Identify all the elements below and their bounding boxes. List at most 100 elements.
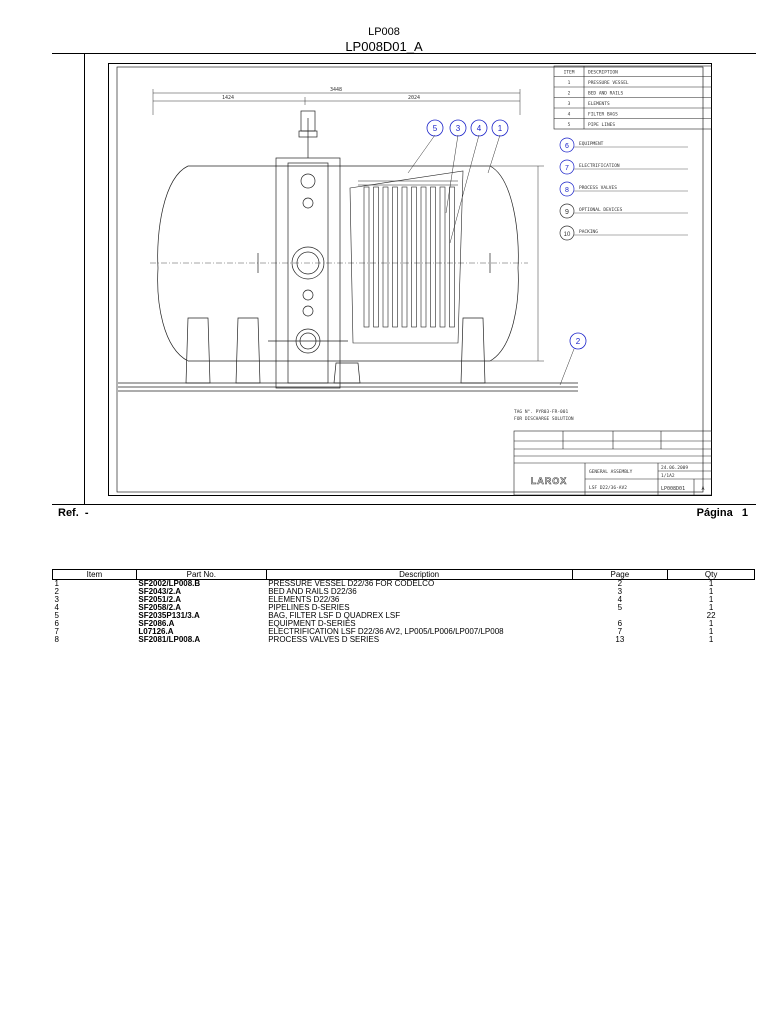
page-number: 1 xyxy=(741,507,748,519)
cell-part-no: SF2051/2.A xyxy=(138,595,182,604)
cell-description: PIPELINES D-SERIES xyxy=(268,603,350,612)
cell-qty: 1 xyxy=(708,603,714,612)
item-table-num: 4 xyxy=(568,112,571,118)
balloon-4 xyxy=(470,119,488,137)
cell-page: 5 xyxy=(617,603,623,612)
header-part-no: Part No. xyxy=(135,569,267,580)
page-label: Página xyxy=(696,507,733,519)
cell-part-no: SF2002/LP008.B xyxy=(138,579,201,588)
cell-description: ELEMENTS D22/36 xyxy=(268,595,340,604)
cell-item: 3 xyxy=(54,595,59,604)
cell-part-no: SF2081/LP008.A xyxy=(138,635,201,644)
cell-item: 4 xyxy=(54,603,59,612)
ref-field: Ref. - xyxy=(58,507,89,519)
balloon-bed-label: 2 xyxy=(576,337,581,346)
side-label-text: EQUIPMENT xyxy=(579,141,604,147)
cell-page: 4 xyxy=(617,595,623,604)
filter-element xyxy=(363,186,370,328)
cell-item: 6 xyxy=(54,619,59,628)
cell-qty: 1 xyxy=(708,587,714,596)
page-field: Página 1 xyxy=(697,507,748,519)
table-row: 6 SF2086.A EQUIPMENT D-SERIES 6 1 xyxy=(53,620,755,628)
title-block-rev: A xyxy=(701,486,704,492)
cell-part-no: SF2043/2.A xyxy=(138,587,182,596)
filter-element xyxy=(430,186,436,328)
dim-left: 1424 xyxy=(222,95,234,101)
side-balloon-6 xyxy=(559,137,575,153)
title-block-title: GENERAL ASSEMBLY xyxy=(589,469,633,475)
title-block-date: 24.06.2009 xyxy=(661,465,688,471)
cell-qty: 1 xyxy=(708,635,714,644)
bottom-rule xyxy=(52,504,756,505)
title-block-sheet: 1/1A2 xyxy=(661,473,675,479)
table-row: 7 L07126.A ELECTRIFICATION LSF D22/36 AV2,… xyxy=(53,628,755,636)
filter-element xyxy=(382,186,389,328)
ref-value: - xyxy=(84,507,89,519)
item-table-num: 5 xyxy=(568,122,571,128)
table-row: 1 SF2002/LP008.B PRESSURE VESSEL D22/36 FO… xyxy=(53,580,755,589)
cell-qty: 1 xyxy=(708,579,714,588)
larox-logo: LAROX xyxy=(531,476,568,486)
title-block-drawing-no: LP008D01 xyxy=(661,486,685,492)
ref-label: Ref. xyxy=(58,507,79,519)
balloon-label: 4 xyxy=(477,124,482,133)
balloon-label: 3 xyxy=(456,124,461,133)
item-table-desc: DESCRIPTION xyxy=(588,70,618,76)
cell-description: BED AND RAILS D22/36 xyxy=(268,587,357,596)
cell-description: EQUIPMENT D-SERIES xyxy=(268,619,356,628)
header-qty: Qty xyxy=(667,569,755,580)
table-row: 5 SF2035P131/3.A BAG, FILTER LSF D QUADREX… xyxy=(53,612,755,620)
cell-qty: 1 xyxy=(708,619,714,628)
item-table-desc: PRESSURE VESSEL xyxy=(588,80,629,86)
filter-element xyxy=(373,186,379,328)
cell-part-no: SF2086.A xyxy=(138,619,175,628)
side-label-text: PACKING xyxy=(579,229,598,235)
cell-part-no: SF2035P131/3.A xyxy=(138,611,200,620)
cell-description: ELECTRIFICATION LSF D22/36 AV2, LP005/LP… xyxy=(268,627,504,636)
header-item: Item xyxy=(52,569,137,580)
balloon-5 xyxy=(426,119,444,137)
cell-page: 13 xyxy=(615,635,625,644)
balloon-label: 1 xyxy=(498,124,503,133)
filter-element xyxy=(449,186,455,328)
balloon-label: 5 xyxy=(433,124,438,133)
item-table-desc: PIPE LINES xyxy=(588,122,615,128)
dim-total: 3448 xyxy=(330,87,342,93)
filter-element xyxy=(392,186,398,328)
item-table-num: ITEM xyxy=(564,70,575,76)
filter-element xyxy=(411,186,417,328)
cell-page: 2 xyxy=(617,579,623,588)
side-label-text: ELECTRIFICATION xyxy=(579,163,620,169)
cell-page: 6 xyxy=(617,619,623,628)
item-table-num: 2 xyxy=(568,91,571,97)
filter-element xyxy=(401,186,408,328)
cell-description: PRESSURE VESSEL D22/36 FOR CODELCO xyxy=(268,579,435,588)
item-table-num: 3 xyxy=(568,101,571,107)
side-balloon-num: 6 xyxy=(565,143,569,150)
filter-element xyxy=(439,186,446,328)
title-block-subtitle: LSF D22/36-AV2 xyxy=(589,485,627,491)
side-balloon-7 xyxy=(559,159,575,175)
cell-page: 7 xyxy=(617,627,623,636)
cell-page: 3 xyxy=(617,587,623,596)
side-balloon-num: 9 xyxy=(565,209,569,216)
side-label-text: OPTIONAL DEVICES xyxy=(579,207,623,213)
cell-item: 5 xyxy=(54,611,59,620)
cell-description: PROCESS VALVES D SERIES xyxy=(268,635,380,644)
top-rule xyxy=(52,53,756,54)
header-description: Description xyxy=(265,569,573,580)
drawing-note-1: TAG N°. PYR03-FR-001 xyxy=(514,409,568,415)
cell-qty: 1 xyxy=(708,627,714,636)
dim-right: 2024 xyxy=(408,95,420,101)
item-table-num: 1 xyxy=(568,80,571,86)
assembly-drawing: 3448 1424 2024 xyxy=(108,63,712,496)
cell-qty: 22 xyxy=(706,611,716,620)
balloon-1 xyxy=(491,119,509,137)
cell-description: BAG, FILTER LSF D QUADREX LSF xyxy=(268,611,401,620)
item-table-desc: ELEMENTS xyxy=(588,101,610,107)
cell-part-no: L07126.A xyxy=(138,627,174,636)
